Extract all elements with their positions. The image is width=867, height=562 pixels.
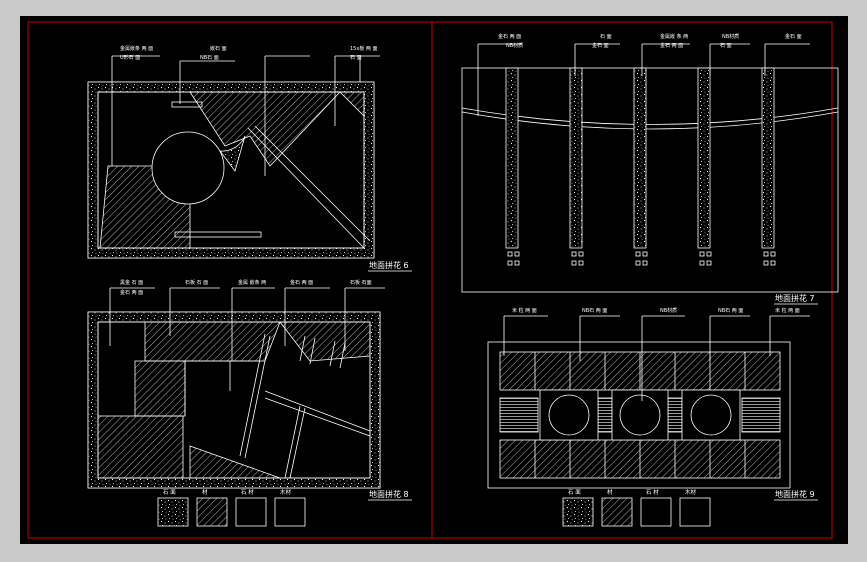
panel-8-legend: 石 面 材 石 材 木材 (157, 488, 306, 527)
panel-7-label-8: 石 面 (720, 43, 732, 49)
panel-6-label-6: 石 面 (350, 55, 362, 61)
panel-6-caption: 地面拼花 6 (369, 260, 409, 270)
panel-9-labels: 米 粒 两 面 NB石 两 面 NB材质 NB石 两 面 米 粒 两 面 地面拼… (512, 307, 815, 499)
panel-6-bottom-strip (174, 231, 262, 238)
panel-6-top-strip (171, 101, 203, 108)
panel-6-labels: 金属嵌条 两 面 U形石 面 嵌石 面 NB石 面 15x板 两 面 石 面 地… (120, 45, 409, 270)
panel-9-label-5: 米 粒 两 面 (775, 307, 800, 314)
panel-6[interactable] (87, 55, 412, 272)
panel-8-legend-label-3: 石 材 (241, 488, 254, 496)
panel-9[interactable] (487, 315, 818, 501)
panel-8-hatch-bottom (189, 445, 281, 479)
panel-7-label-9: 金石 面 (785, 33, 802, 40)
panel-9-legend-label-3: 石 材 (646, 488, 659, 496)
panel-8-hatch-mid (134, 360, 186, 417)
panel-7-curve (461, 107, 839, 125)
panel-7-border (461, 67, 839, 293)
panel-6-crescent (219, 135, 246, 172)
panel-8-legend-label-1: 石 面 (163, 489, 176, 496)
panel-8-label-3: 石板 石 面 (185, 279, 208, 286)
panel-6-hatch-corner (339, 91, 365, 117)
panel-7-foot-marks (507, 251, 776, 266)
panel-7-label-7: NB材质 (722, 33, 739, 40)
drawing-canvas[interactable]: 金属嵌条 两 面 U形石 面 嵌石 面 NB石 面 15x板 两 面 石 面 地… (20, 16, 848, 544)
panel-8-caption: 地面拼花 8 (369, 489, 409, 499)
panel-8-labels: 黑金 石 面 金石 两 面 石板 石 面 金属 嵌条 两 金石 两 面 石板 石… (120, 279, 409, 499)
panel-8-label-6: 石板 石面 (350, 279, 372, 286)
panel-9-legend-label-4: 木材 (685, 488, 697, 496)
panel-7-posts (505, 67, 775, 249)
panel-9-legend-label-1: 石 面 (568, 489, 581, 496)
panel-7-labels: 金石 两 面 NB材质 石 面 金石 面 金属嵌 条 两 金石 两 面 NB材质… (498, 33, 815, 303)
panel-7-label-1: 金石 两 面 (498, 33, 521, 40)
panel-6-circle (151, 131, 225, 205)
panel-7-label-3: 石 面 (600, 34, 612, 40)
panel-8-label-4: 金属 嵌条 两 (238, 279, 266, 286)
panel-8-legend-label-2: 材 (202, 488, 208, 496)
panel-8-hatch-bottom-left (97, 415, 184, 479)
panel-8-legend-label-4: 木材 (280, 488, 292, 496)
panel-9-label-3: NB材质 (660, 307, 677, 314)
panel-9-grid-lines (534, 352, 746, 478)
panel-8-hatch-top (144, 321, 281, 362)
panel-7-label-5: 金属嵌 条 两 (660, 33, 688, 40)
panel-9-legend: 石 面 材 石 材 木材 (562, 488, 711, 527)
panel-9-label-1: 米 粒 两 面 (512, 307, 537, 314)
panel-6-label-3: 嵌石 面 (210, 45, 227, 52)
panel-6-label-2: U形石 面 (120, 54, 140, 61)
panel-9-border (487, 341, 791, 489)
panel-8-label-1: 黑金 石 面 (120, 279, 143, 286)
panel-6-label-1: 金属嵌条 两 面 (120, 45, 153, 52)
panel-8[interactable] (87, 287, 412, 501)
panel-7[interactable] (461, 43, 839, 305)
panel-6-diagonal-2 (254, 125, 371, 242)
panel-7-caption: 地面拼花 7 (775, 293, 815, 303)
panel-6-label-4: NB石 面 (200, 55, 219, 61)
panel-7-label-4: 金石 面 (592, 42, 609, 49)
panel-7-label-2: NB材质 (506, 42, 523, 49)
panel-9-medallions (539, 389, 741, 441)
panel-8-hatch-right (279, 321, 371, 362)
panel-9-caption: 地面拼花 9 (775, 489, 815, 499)
panel-9-label-4: NB石 两 面 (718, 308, 743, 314)
panel-6-diagonal (247, 127, 365, 249)
panel-8-label-2: 金石 两 面 (120, 289, 143, 296)
sheet-frame (27, 21, 833, 539)
panel-6-label-5: 15x板 两 面 (350, 45, 378, 52)
panel-8-label-5: 金石 两 面 (290, 279, 313, 286)
panel-7-label-6: 金石 两 面 (660, 42, 683, 49)
panel-9-legend-label-2: 材 (607, 488, 613, 496)
panel-9-label-2: NB石 两 面 (582, 308, 607, 314)
